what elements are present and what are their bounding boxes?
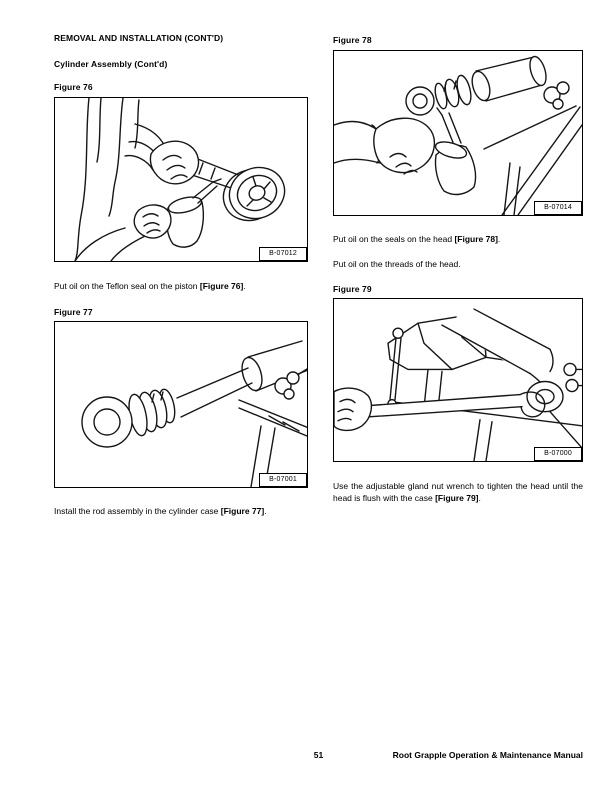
figure-78-caption: Put oil on the seals on the head [Figure…	[333, 233, 583, 245]
caption-text: Use the adjustable gland nut wrench to t…	[333, 481, 583, 503]
figure-79-illustration-gland-nut-wrench	[334, 307, 582, 461]
caption-text: Install the rod assembly in the cylinder…	[54, 506, 221, 516]
caption-period: .	[497, 234, 501, 244]
figure-79-photo-label: B-07000	[534, 447, 582, 461]
figure-76-heading: Figure 76	[54, 82, 93, 92]
figure-76-reference: [Figure 76]	[199, 281, 244, 291]
manual-title: Root Grapple Operation & Maintenance Man…	[392, 750, 583, 760]
figure-79-frame: B-07000	[333, 298, 583, 462]
figure-78-photo-label: B-07014	[534, 201, 582, 215]
section-title: REMOVAL AND INSTALLATION (CONT'D)	[54, 33, 224, 43]
figure-78-frame: B-07014	[333, 50, 583, 216]
left-column: REMOVAL AND INSTALLATION (CONT'D) Cylind…	[54, 33, 308, 517]
caption-text: Put oil on the Teflon seal on the piston	[54, 281, 200, 291]
figure-77-photo-label: B-07001	[259, 473, 307, 487]
caption-period: .	[478, 493, 481, 503]
figure-79-caption: Use the adjustable gland nut wrench to t…	[333, 480, 583, 504]
figure-78-reference: [Figure 78]	[454, 234, 498, 244]
figure-77-heading: Figure 77	[54, 307, 93, 317]
figure-77-caption: Install the rod assembly in the cylinder…	[54, 505, 308, 517]
figure-77-frame: B-07001	[54, 321, 308, 488]
subsection-title: Cylinder Assembly (Cont'd)	[54, 59, 168, 69]
figure-77-illustration-rod-into-case	[81, 340, 307, 487]
caption-period: .	[264, 506, 267, 516]
caption-text: Put oil on the seals on the head	[333, 234, 455, 244]
figure-77-reference: [Figure 77]	[220, 506, 265, 516]
figure-76-illustration-oiling-piston	[74, 98, 286, 261]
figure-79-heading: Figure 79	[333, 284, 372, 294]
right-column: Figure 78	[333, 35, 583, 504]
caption-period: .	[243, 281, 246, 291]
figure-78-illustration-oiling-head-seals	[334, 55, 582, 215]
figure-76-caption: Put oil on the Teflon seal on the piston…	[54, 280, 308, 292]
page-number: 51	[313, 750, 324, 760]
figure-76-frame: B-07012	[54, 97, 308, 262]
threads-note: Put oil on the threads of the head.	[333, 259, 461, 269]
figure-76-photo-label: B-07012	[259, 247, 307, 261]
figure-78-heading: Figure 78	[333, 35, 372, 45]
figure-79-reference: [Figure 79]	[435, 493, 479, 503]
